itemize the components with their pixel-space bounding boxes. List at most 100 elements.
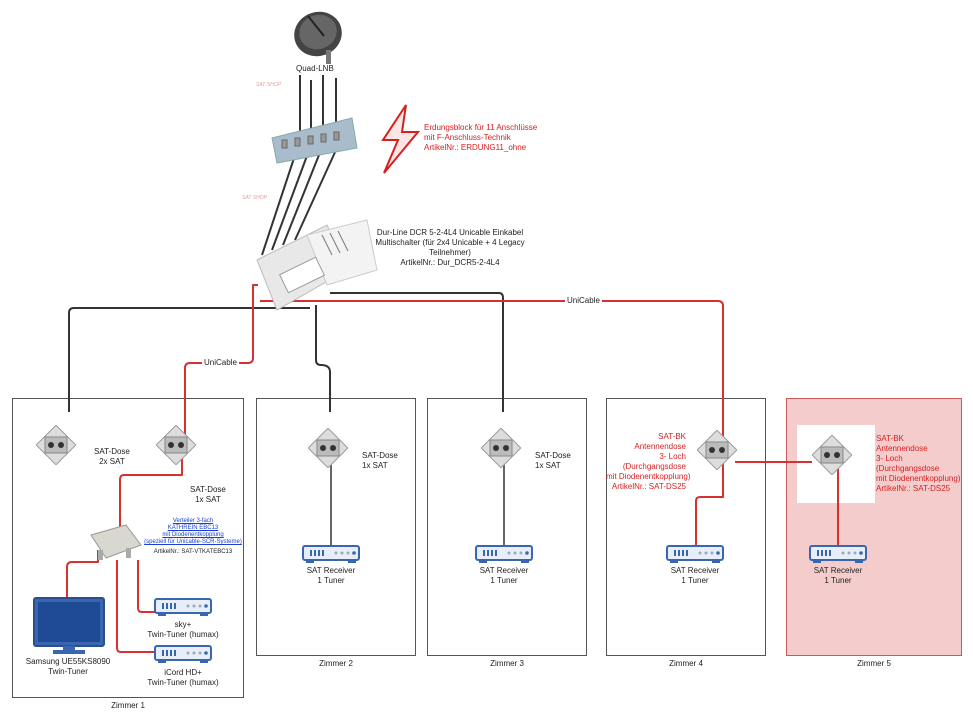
legacy-cable-room3 (330, 292, 504, 412)
room4-dose-line4: (Durchgangsdose (622, 462, 686, 471)
room5-receiver-line2: 1 Tuner (824, 576, 852, 585)
receiver-icord-label: iCord HD+ Twin-Tuner (humax) (140, 668, 226, 688)
room2-receiver-line2: 1 Tuner (317, 576, 345, 585)
room-4 (606, 398, 766, 656)
room4-receiver-label: SAT Receiver 1 Tuner (660, 566, 730, 586)
receiver-icon (809, 545, 867, 565)
room3-dose-label: SAT-Dose 1x SAT (535, 451, 571, 471)
room5-dose-line1: SAT-BK (876, 434, 904, 443)
room4-dose-line1: SAT-BK (658, 432, 686, 441)
splitter-link-line4[interactable]: (speziell für Unicable-SCR-Systeme) (144, 539, 242, 545)
room5-receiver-label: SAT Receiver 1 Tuner (803, 566, 873, 586)
room1-dose-1x-label: SAT-Dose 1x SAT (190, 485, 226, 505)
grounding-block-icon (262, 108, 360, 168)
room3-receiver-line2: 1 Tuner (490, 576, 518, 585)
room3-dose-line2: 1x SAT (535, 461, 561, 470)
watermark: SAT SHOP (256, 82, 281, 88)
room5-dose-line3: 3- Loch (876, 454, 903, 463)
unicable-label-1: UniCable (202, 358, 239, 368)
room-4-title: Zimmer 4 (669, 659, 703, 668)
receiver-sky-line2: Twin-Tuner (humax) (147, 630, 219, 639)
satellite-dish-icon (286, 6, 350, 68)
room5-dose-line5: mit Diodenentkopplung) (876, 474, 961, 483)
room2-receiver-label: SAT Receiver 1 Tuner (296, 566, 366, 586)
room1-dose-1x-line1: SAT-Dose (190, 485, 226, 494)
cable-splitter-to-tv (66, 550, 99, 600)
receiver-icon (475, 545, 533, 565)
room-2-title: Zimmer 2 (319, 659, 353, 668)
sat-socket-passthrough-icon (811, 434, 853, 476)
receiver-icon (666, 545, 724, 565)
splitter-icon (86, 520, 146, 562)
room3-receiver-line1: SAT Receiver (479, 566, 529, 575)
receiver-icord-line1: iCord HD+ (164, 668, 202, 677)
unicable-room4 (260, 300, 724, 440)
room-1-title: Zimmer 1 (111, 701, 145, 710)
multiswitch-line-2: Multischalter (für 2x4 Unicable + 4 Lega… (375, 238, 525, 247)
receiver-icord-line2: Twin-Tuner (humax) (147, 678, 219, 687)
lnb-label: Quad-LNB (296, 64, 334, 73)
legacy-cable-room2 (315, 305, 331, 412)
splitter-article: ArtikelNr.: SAT-VTKATEBC13 (153, 549, 233, 555)
cable-splitter-to-sky (137, 560, 155, 613)
tv-icon (33, 597, 105, 655)
room4-receiver-line1: SAT Receiver (670, 566, 720, 575)
receiver-sky-line1: sky+ (174, 620, 192, 629)
ground-cable-4 (294, 149, 337, 241)
ground-cable-2 (271, 144, 312, 251)
cable-splitter-to-icord (116, 560, 155, 653)
splitter-label: Verteiler 3-fach KATHREIN EBC13 mit Diod… (142, 518, 244, 556)
multiswitch-label: Dur-Line DCR 5-2-4L4 Unicable Einkabel M… (370, 228, 530, 268)
room5-receiver-line1: SAT Receiver (813, 566, 863, 575)
receiver-icord-icon (154, 645, 212, 665)
sat-socket-icon (307, 427, 349, 469)
room4-dose-line5: mit Diodenentkopplung) (606, 472, 691, 481)
watermark: SAT SHOP (242, 195, 267, 201)
room-5-title: Zimmer 5 (857, 659, 891, 668)
room5-dose-line4: (Durchgangsdose (876, 464, 940, 473)
cable-room4-dose-receiver (695, 450, 724, 545)
room3-dose-line1: SAT-Dose (535, 451, 571, 460)
sat-socket-1x-icon (155, 424, 197, 466)
legacy-cable-room1 (68, 307, 310, 412)
room2-dose-line2: 1x SAT (362, 461, 388, 470)
sat-socket-icon (480, 427, 522, 469)
grounding-line-1: Erdungsblock für 11 Anschlüsse (424, 123, 538, 132)
receiver-icon (302, 545, 360, 565)
unicable-room1 (184, 284, 258, 440)
lightning-icon (381, 104, 421, 174)
grounding-block-label: Erdungsblock für 11 Anschlüsse mit F-Ans… (424, 123, 537, 153)
splitter-link-line1[interactable]: Verteiler 3-fach (172, 518, 214, 524)
room1-dose-2x-label: SAT-Dose 2x SAT (94, 447, 130, 467)
room1-dose-2x-line1: SAT-Dose (94, 447, 130, 456)
ground-cable-3 (282, 144, 324, 246)
multiswitch-line-4: ArtikelNr.: Dur_DCR5-2-4L4 (400, 258, 500, 267)
room-3-title: Zimmer 3 (490, 659, 524, 668)
room2-dose-label: SAT-Dose 1x SAT (362, 451, 398, 471)
grounding-line-3: ArtikelNr.: ERDUNG11_ohne (424, 143, 527, 152)
multiswitch-line-1: Dur-Line DCR 5-2-4L4 Unicable Einkabel (376, 228, 524, 237)
room1-dose-1x-line2: 1x SAT (195, 495, 221, 504)
tv-line2: Twin-Tuner (48, 667, 88, 676)
room5-dose-line2: Antennendose (876, 444, 928, 453)
multiswitch-icon (252, 215, 382, 315)
room3-receiver-label: SAT Receiver 1 Tuner (469, 566, 539, 586)
room4-dose-line6: ArtikelNr.: SAT-DS25 (611, 482, 686, 491)
splitter-link-line2[interactable]: KATHREIN EBC13 (167, 525, 219, 531)
room2-receiver-line1: SAT Receiver (306, 566, 356, 575)
splitter-link-line3[interactable]: mit Diodenentkopplung (162, 532, 224, 538)
room5-dose-label: SAT-BK Antennendose 3- Loch (Durchgangsd… (876, 434, 961, 494)
room2-dose-line1: SAT-Dose (362, 451, 398, 460)
receiver-sky-label: sky+ Twin-Tuner (humax) (140, 620, 226, 640)
sat-socket-2x-icon (35, 424, 77, 466)
receiver-sky-icon (154, 598, 212, 618)
sat-socket-passthrough-icon (696, 429, 738, 471)
tv-line1: Samsung UE55KS8090 (25, 657, 111, 666)
tv-label: Samsung UE55KS8090 Twin-Tuner (22, 657, 114, 677)
multiswitch-line-3: Teilnehmer) (429, 248, 471, 257)
room4-receiver-line2: 1 Tuner (681, 576, 709, 585)
room4-dose-label: SAT-BK Antennendose 3- Loch (Durchgangsd… (606, 432, 691, 492)
room4-dose-line2: Antennendose (634, 442, 686, 451)
grounding-line-2: mit F-Anschluss-Technik (424, 133, 511, 142)
